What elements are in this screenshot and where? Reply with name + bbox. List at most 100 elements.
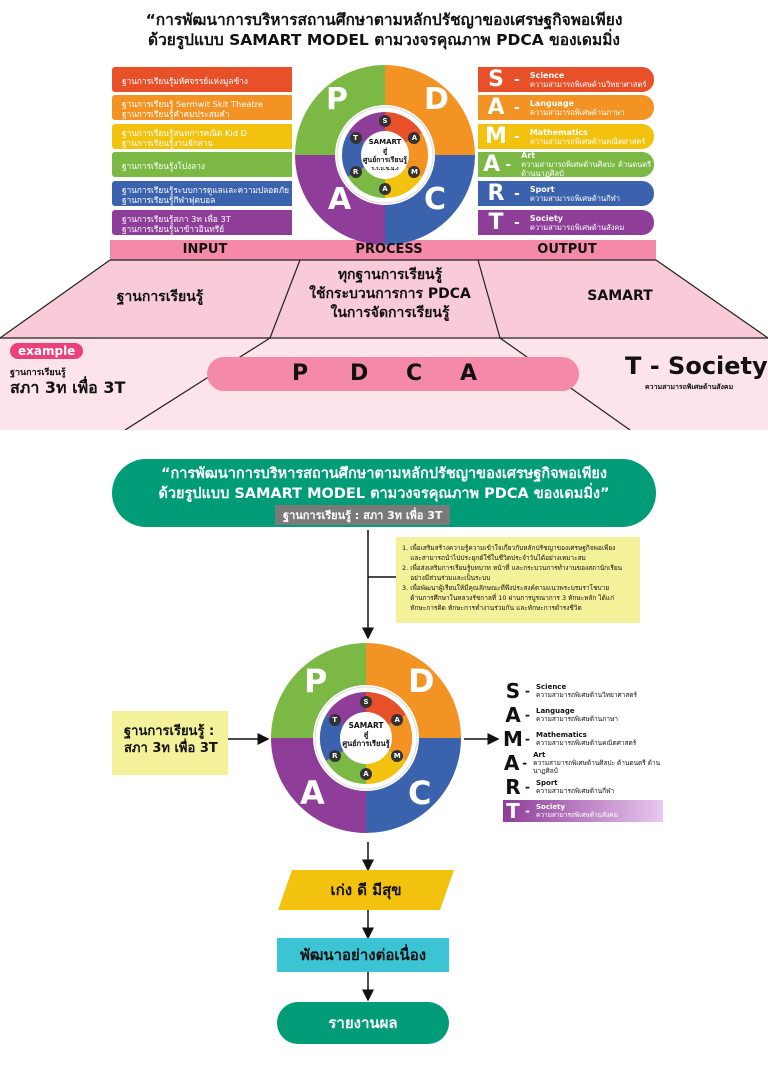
hex-letter-badge: M [391,750,404,762]
hex-letter-badge: A [391,714,404,726]
hex-letter-badge: R [349,166,362,178]
top-title-line2: ด้วยรูปแบบ SAMART MODEL ตามวงจรคุณภาพ PD… [148,31,620,49]
objective-line: และสามารถนำไปประยุกต์ใช้ในชีวิตประจำวันไ… [402,554,586,562]
hex-letter-badge: T [349,132,362,144]
top-wheel-letter-c: C [424,182,447,217]
output-item-letter: A [483,152,501,177]
samart-letter: T [506,799,520,823]
output-item-desc: ความสามารถพิเศษด้านคณิตศาสตร์ [529,136,646,146]
samart-word: Language [535,707,575,715]
hex-letter-badge: M [408,166,421,178]
input-item-line: ฐานการเรียนรู้ Sermwit Skit Theatre [122,98,264,109]
objective-line: 3. เพื่อพัฒนาผู้เรียนให้มีคุณลักษณะที่พึ… [402,584,610,592]
samart-dash: - [525,732,530,746]
samart-dash: - [525,804,530,818]
pdca-bar-letter: C [406,361,423,386]
output-item-letter: S [488,67,504,92]
header-output: OUTPUT [537,242,597,257]
input-item-line: ฐานการเรียนรู้คำคมประสมคำ [122,108,230,119]
cell-output: SAMART [587,288,653,304]
bottom-subtitle: ฐานการเรียนรู้ : สภา 3ท เพื่อ 3T [275,505,451,525]
top-title-line1: “การพัฒนาการบริหารสถานศึกษาตามหลักปรัชญา… [145,11,623,29]
input-item-line: ฐานการเรียนรู้งานจักสาน [122,137,213,148]
tsociety-main: T - Society [625,352,768,380]
pdca-bar-letter: A [460,361,478,386]
output-item-dash: - [514,185,520,202]
top-wheel-letter-d: D [424,82,449,117]
bottom-center-l3: ศูนย์การเรียนรู้ [342,739,390,748]
objective-line: 2. เพื่อส่งเสริมการเรียนรู้บทบาท หน้าที่… [402,564,623,572]
bottom-title-line1: “การพัฒนาการบริหารสถานศึกษาตามหลักปรัชญา… [160,466,608,482]
header-input: INPUT [182,242,228,257]
output-item-letter: R [487,181,505,206]
cell-process-l3: ในการจัดการเรียนรู้ [330,305,450,321]
top-center-l2: สู่ [382,147,388,155]
output-item-letter: M [485,124,507,149]
top-center-l1: SAMART [368,138,402,146]
bottom-wheel-center: SAMART สู่ ศูนย์การเรียนรู้ [334,721,398,748]
bottom-title: “การพัฒนาการบริหารสถานศึกษาตามหลักปรัชญา… [112,464,656,504]
samart-desc: ความสามารถพิเศษด้านภาษา [535,715,618,723]
hex-letter-badge: A [408,132,421,144]
top-pdca-wheel [295,65,475,245]
samart-dash: - [522,756,528,770]
samart-desc: ความสามารถพิเศษด้านศิลปะ ด้านดนตรี ด้านน… [533,759,661,775]
left-box-l2: สภา 3ท เพื่อ 3T [124,741,218,756]
objective-line: อย่างมีส่วนร่วมและเป็นระบบ [402,574,491,582]
left-box-l1: ฐานการเรียนรู้ : [124,724,215,739]
input-item: ฐานการเรียนรู้ระบบการดูแลและความปลอดภัยฐ… [112,181,292,206]
output-item-dash: - [514,71,520,88]
input-item-line: ฐานการเรียนรู้สภา 3ท เพื่อ 3T [122,213,231,224]
header-process: PROCESS [355,242,423,257]
left-base-box: ฐานการเรียนรู้ : สภา 3ท เพื่อ 3T [112,711,228,775]
hex-letter-badge: T [328,714,341,726]
samart-letter: A [503,751,520,775]
bottom-wheel-letter-a: A [300,774,325,812]
output-item-letter: T [488,210,504,235]
objective-line: ทักษะการคิด ทักษะการทำงานร่วมกัน และทักษ… [402,604,582,612]
cell-process-l2: ใช้กระบวนการการ PDCA [309,286,471,302]
hex-letter-badge: R [328,750,341,762]
pdca-bar-letter: P [292,361,309,386]
pdca-bar-letter: D [350,361,369,386]
input-item-line: ฐานการเรียนรู้งโปงลาง [122,160,205,171]
input-item: ฐานการเรียนรู้มหัศจรรย์แห่งมูลช้าง [112,67,292,92]
output-item-desc: ความสามารถพิเศษด้านภาษา [529,107,625,117]
input-item-line: ฐานการเรียนรู้ระบบการดูแลและความปลอดภัย [122,184,290,195]
output-item-word: Mathematics [529,127,588,137]
output-item-word: Society [529,213,564,223]
samart-letter: S [505,679,521,703]
step2-label: พัฒนาอย่างต่อเนื่อง [277,938,449,972]
bottom-title-line2: ด้วยรูปแบบ SAMART MODEL ตามวงจรคุณภาพ PD… [158,486,610,502]
pdca-bar [207,357,579,391]
samart-word: Science [535,683,567,691]
samart-desc: ความสามารถพิเศษด้านสังคม [535,811,618,819]
samart-desc: ความสามารถพิเศษด้านวิทยาศาสตร์ [535,691,637,699]
top-center-small: ร.ร.บ.ข.ม.ง [371,166,399,172]
output-item-dash: - [514,99,520,116]
output-item-word: Language [529,98,574,108]
output-item-word: Sport [529,184,555,194]
objective-line: ด้านการศึกษาในหลวงรัชกาลที่ 10 ผ่านการบู… [402,594,615,602]
samart-word: Society [535,803,566,811]
output-item-desc: ความสามารถพิเศษด้านกีฬา [529,193,621,203]
input-item-line: ฐานการเรียนรู้สนทการคณิต Kid D [122,127,247,138]
output-item-letter: A [487,95,505,120]
top-wheel-letter-a: A [328,182,352,217]
bottom-wheel-letter-p: P [304,662,328,700]
